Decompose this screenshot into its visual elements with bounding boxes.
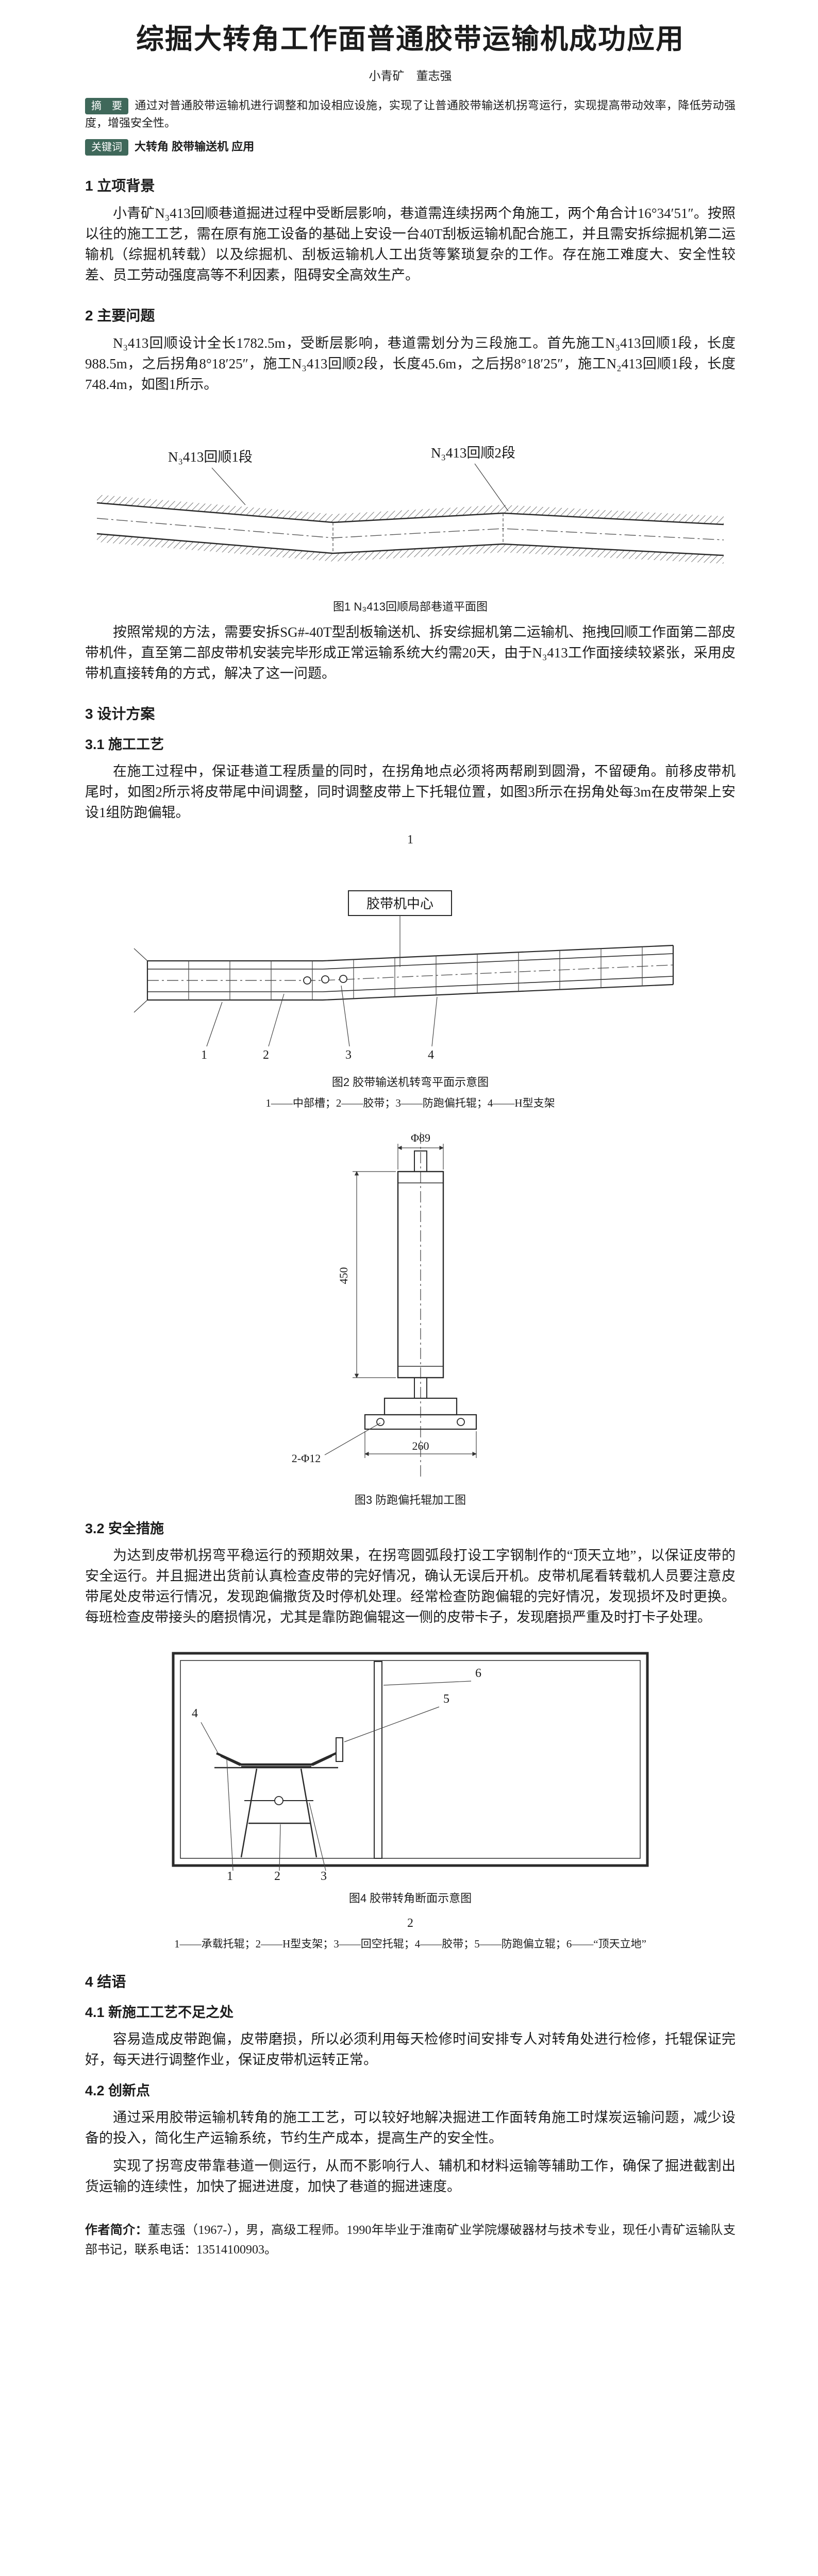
fig3-dim-roller-dia: Φ89	[411, 1131, 430, 1144]
section-3-2-paragraph: 为达到皮带机拐弯平稳运行的预期效果，在拐弯圆弧段打设工字钢制作的“顶天立地”，以…	[85, 1548, 736, 1625]
keywords-block: 关键词大转角 胶带输送机 应用	[85, 138, 736, 156]
figure-3-roller-drawing: 450 Φ89 260 2-Φ12	[85, 1125, 736, 1488]
section-4-2-paragraph-2: 实现了拐弯皮带靠巷道一侧运行，从而不影响行人、辅机和材料运输等辅助工作，确保了掘…	[85, 2158, 736, 2194]
fig4-callout-4: 4	[192, 1707, 198, 1720]
section-2-paragraph-1: N₃413回顺设计全长1782.5m，受断层影响，巷道需划分为三段施工。首先施工…	[85, 335, 736, 392]
figure-1-roadway-plan: N₃413回顺1段 N₃413回顺2段	[85, 428, 736, 595]
figure-2-belt-turn-plan: 胶带机中心 1 2 3 4	[85, 862, 736, 1071]
figure-3-caption: 图3 防跑偏托辊加工图	[354, 1494, 466, 1506]
figure-2-part-number: 1	[407, 833, 413, 846]
figure-2-drawing: 胶带机中心 1 2 3 4	[133, 890, 674, 1062]
paper-authors: 小青矿 董志强	[369, 70, 452, 82]
section-1-paragraph: 小青矿N₃413回顺巷道掘进过程中受断层影响，巷道需连续拐两个角施工，两个角合计…	[85, 206, 736, 283]
abstract-text: 通过对普通胶带运输机进行调整和加设相应设施，实现了让普通胶带输送机拐弯运行，实现…	[85, 99, 736, 129]
abstract-block: 摘 要通过对普通胶带运输机进行调整和加设相应设施，实现了让普通胶带输送机拐弯运行…	[85, 97, 736, 132]
section-2-heading: 2 主要问题	[85, 308, 155, 324]
roadway-outline	[172, 1652, 649, 1867]
section-2-paragraph-2: 按照常规的方法，需要安拆SG#-40T型刮板输送机、拆安综掘机第二运输机、拖拽回…	[85, 624, 736, 681]
author-bio: 作者简介：董志强（1967-），男，高级工程师。1990年毕业于淮南矿业学院爆破…	[85, 2221, 736, 2260]
abstract-label-badge: 摘 要	[85, 98, 128, 114]
fig3-dim-holes: 2-Φ12	[292, 1452, 321, 1465]
author-bio-text: 董志强（1967-），男，高级工程师。1990年毕业于淮南矿业学院爆破器材与技术…	[85, 2224, 736, 2257]
figure-4-cross-section: 4 5 6 1 2 3	[85, 1642, 736, 1887]
roadway-walls	[96, 495, 724, 564]
figure-1-caption: 图1 N₃413回顺局部巷道平面图	[333, 600, 488, 613]
section-4-1-paragraph: 容易造成皮带跑偏，皮带磨损，所以必须利用每天检修时间安排专人对转角处进行检修，托…	[85, 2031, 736, 2067]
fig1-segment-2-label: N₃413回顺2段	[431, 445, 515, 461]
section-3-heading: 3 设计方案	[85, 706, 155, 722]
belt-centerline-label: 胶带机中心	[348, 890, 452, 967]
figure-2-caption: 图2 胶带输送机转弯平面示意图	[331, 1076, 489, 1089]
section-4-1-heading: 4.1 新施工工艺不足之处	[85, 2005, 234, 2020]
fig1-segment-1-label: N₃413回顺1段	[168, 449, 253, 465]
figure-2-legend: 1——中部槽；2——胶带；3——防跑偏托辊；4——H型支架	[265, 1097, 555, 1109]
dimension-lines: 450 Φ89 260 2-Φ12	[292, 1131, 477, 1465]
figure-4-legend: 1——承载托辊；2——H型支架；3——回空托辊；4——胶带；5——防跑偏立辊；6…	[174, 1938, 646, 1950]
section-4-heading: 4 结语	[85, 1974, 126, 1990]
keywords-label-badge: 关键词	[85, 139, 128, 156]
figure-3-drawing: 450 Φ89 260 2-Φ12	[292, 1131, 477, 1479]
section-3-2-heading: 3.2 安全措施	[85, 1521, 164, 1536]
author-bio-label: 作者简介：	[85, 2224, 148, 2237]
fig2-callout-2: 2	[263, 1048, 269, 1062]
anti-deviation-rollers	[303, 975, 347, 985]
fig4-callout-2: 2	[274, 1870, 280, 1883]
fig2-callouts: 1 2 3 4	[201, 985, 438, 1062]
section-4-2-paragraph-1: 通过采用胶带运输机转角的施工工艺，可以较好地解决掘进工作面转角施工时煤炭运输问题…	[85, 2110, 736, 2146]
fig4-callout-1: 1	[227, 1870, 233, 1883]
fig4-callout-5: 5	[443, 1692, 449, 1706]
figure-4-part-number: 2	[407, 1917, 413, 1930]
roller-body	[364, 1132, 477, 1479]
fig3-dim-height: 450	[337, 1267, 350, 1284]
fig2-callout-4: 4	[428, 1048, 434, 1062]
belt-structure	[214, 1661, 382, 1859]
belt-frame	[133, 944, 674, 1013]
section-1-heading: 1 立项背景	[85, 178, 155, 194]
section-3-1-paragraph: 在施工过程中，保证巷道工程质量的同时，在拐角地点必须将两帮刷到圆滑，不留硬角。前…	[85, 764, 736, 820]
roadway-labels: N₃413回顺1段 N₃413回顺2段	[168, 445, 515, 512]
keywords-text: 大转角 胶带输送机 应用	[135, 140, 255, 153]
figure-1-drawing: N₃413回顺1段 N₃413回顺2段	[96, 445, 724, 564]
fig2-callout-1: 1	[201, 1048, 207, 1062]
fig4-callout-6: 6	[475, 1667, 481, 1680]
fig3-dim-base-width: 260	[412, 1439, 429, 1452]
section-3-1-heading: 3.1 施工工艺	[85, 737, 164, 752]
fig2-center-label: 胶带机中心	[366, 896, 433, 911]
paper-title: 综掘大转角工作面普通胶带运输机成功应用	[136, 24, 685, 55]
figure-4-drawing: 4 5 6 1 2 3	[172, 1652, 649, 1883]
fig2-callout-3: 3	[345, 1048, 352, 1062]
section-4-2-heading: 4.2 创新点	[85, 2083, 151, 2098]
fig4-callout-3: 3	[321, 1870, 327, 1883]
fig4-callouts: 4 5 6 1 2 3	[192, 1667, 481, 1883]
figure-4-caption: 图4 胶带转角断面示意图	[348, 1892, 472, 1905]
